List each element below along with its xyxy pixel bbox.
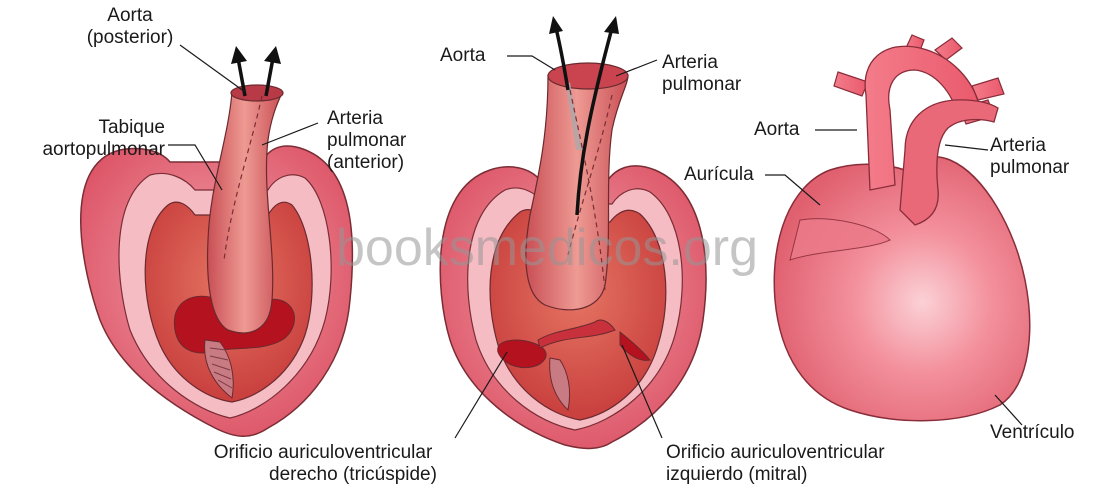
label-arteria-pulmonar-anterior: Arteria pulmonar (anterior) [327,108,406,174]
label-ventriculo: Ventrículo [990,422,1075,444]
left-heart-figure [81,45,353,436]
watermark-text: booksmedicos.org [336,218,758,278]
label-line: Orificio auriculoventricular [183,442,463,464]
label-line: Tabique [2,117,165,139]
label-orificio-izquierdo: Orificio auriculoventricular izquierdo (… [666,442,885,486]
arrow-up-icon [264,46,281,64]
label-line: Aorta [55,5,205,27]
label-arteria-pulmonar-right: Arteria pulmonar [990,135,1069,179]
label-line: (posterior) [55,27,205,49]
label-line: Arteria [662,52,741,74]
right-aorta-branch-left [834,72,868,96]
label-line: derecho (tricúspide) [183,464,463,486]
label-arteria-pulmonar-middle: Arteria pulmonar [662,52,741,96]
label-aorta-right: Aorta [754,119,799,141]
label-aorta-middle: Aorta [440,45,485,67]
label-line: pulmonar [662,74,741,96]
label-line: Arteria [990,135,1069,157]
label-orificio-derecho: Orificio auriculoventricular derecho (tr… [183,442,463,486]
label-auricula: Aurícula [684,164,754,186]
label-aorta-posterior: Aorta (posterior) [55,5,205,49]
label-tabique-aortopulmonar: Tabique aortopulmonar [2,117,165,161]
label-line: Orificio auriculoventricular [666,442,885,464]
label-line: aortopulmonar [2,139,165,161]
arrow-up-icon [549,16,563,34]
label-line: Arteria [327,108,406,130]
arrow-up-icon [231,46,247,64]
label-line: pulmonar [327,130,406,152]
label-line: izquierdo (mitral) [666,464,885,486]
label-line: pulmonar [990,157,1069,179]
label-line: (anterior) [327,152,406,174]
right-heart-figure [765,35,1030,425]
arrow-up-icon [604,16,619,34]
